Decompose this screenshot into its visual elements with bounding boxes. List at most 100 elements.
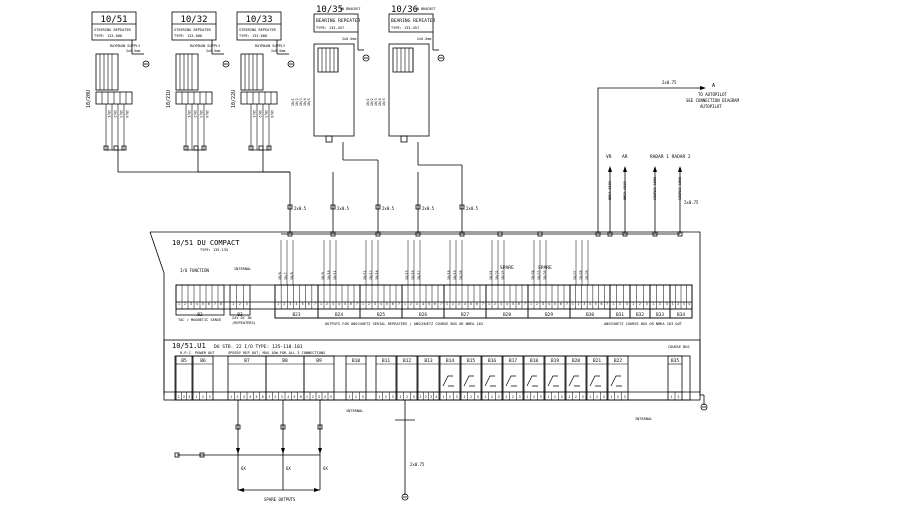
wire-label: 10/29 [585,270,589,280]
block-label: B19 [551,358,560,364]
autopilot-text: SEE CONNECTION DIAGRAM [686,98,740,103]
terminal-num: 3 [542,302,544,306]
arrow-icon [700,86,706,90]
terminal-num: 3 [583,302,585,306]
terminal-num: 1 [320,302,322,306]
terminal-num: 1 [671,395,673,399]
terminal-block [523,355,545,401]
cable-label: 2x0.5 [337,206,350,211]
cable-label: 2x0.5 [294,206,307,211]
block-label: B28 [503,312,511,318]
vdc-label: 24V DC IN [232,316,251,320]
terminal-num: 2 [449,395,451,399]
terminal-strip [175,53,199,91]
terminal-num: 3 [188,395,190,399]
block-label: B11 [382,358,391,364]
repeater-box [388,13,434,33]
repeater-box [171,11,217,41]
terminal-num: 5 [386,302,388,306]
nmea-label: NMEA 0183 [608,181,612,200]
wire-label: 10/1 [291,98,295,106]
wire-label: 10/21 [489,270,493,280]
terminal-num: 7 [524,302,526,306]
block-label: B10 [352,358,361,364]
block-label: B32 [636,312,644,318]
relay-contact-icon [484,375,496,387]
wire-label: 10/2 [113,110,117,118]
relay-contact-icon [505,375,517,387]
block-label: B23 [293,312,301,318]
nmea-label: NMEA 0183 [623,181,627,200]
terminal-block [607,355,629,401]
terminal-num: 5 [470,302,472,306]
terminal-num: 5 [330,395,332,399]
terminal-num: 3 [332,302,334,306]
block-label: B29 [545,312,553,318]
block-label: B8 [282,358,288,364]
connector [183,145,189,151]
autopilot-cable: 2x0.75 [662,80,677,85]
terminal-num: 4 [688,302,690,306]
terminal-num: 3 [458,302,460,306]
outputs-note: OUTPUTS FOR ANSCHUETZ SERIAL REPEATERS /… [325,322,483,326]
supply-label: RAYMAGN SUPPLY [190,44,221,48]
terminal-block [175,355,193,401]
terminal-num: 1 [463,395,465,399]
course-bus-note: ANSCHUETZ COURSE BUS OR NMEA 183 OUT [604,322,683,326]
terminal-num: 2 [536,302,538,306]
terminal-num: 3 [603,395,605,399]
terminal-num: 2 [491,395,493,399]
terminal-num: 1 [612,302,614,306]
wire-label: 10/23 [501,270,505,280]
terminal-num: 4 [338,302,340,306]
connector [375,204,381,210]
wire-label: 10/2 [295,98,299,106]
terminal-block [586,355,608,401]
terminal-num: 2 [239,302,241,306]
ground-icon [222,60,230,68]
block-label: B9 [316,358,322,364]
wire-label: 10/14 [375,270,379,280]
terminal-num: 2 [275,395,277,399]
connector [287,231,293,237]
terminal-num: 2 [596,395,598,399]
course-label: COURSE 1000 [678,177,682,200]
relay-contact-icon [589,375,601,387]
wire-label: 10/3 [264,110,268,118]
terminal-num: 1 [178,395,180,399]
wire-label: 10/5 [307,98,311,106]
terminal-num: 1 [378,395,380,399]
terminal-num: 2 [452,302,454,306]
arrow-icon [653,166,657,172]
terminal-num: 8 [220,302,222,306]
terminal-num: 2 [619,302,621,306]
terminal-num: 1 [178,302,180,306]
wire-label: 10/3 [299,98,303,106]
wire-label: 10/18 [447,270,451,280]
terminal-num: 4 [589,302,591,306]
header-label: SPEEDY REP OUT, MAX 10W FOR ALL 3 CONNEC… [228,351,325,355]
block-label: B2 [197,312,203,318]
arrow-icon [318,448,322,454]
terminal-num: 4 [196,302,198,306]
lower-unit-title: 10/51.U1 [172,342,206,350]
connector [235,424,241,430]
cable-label: 2x0.5mm [342,37,356,41]
wire-label: 10/22 [495,270,499,280]
connector [415,231,421,237]
nmea-radar: RADAR 1 RADAR 2 [650,154,691,160]
wire-label: 10/17 [417,270,421,280]
block-label: B3 [237,312,243,318]
nmea-ar: AR [622,154,628,160]
wire-label: 10/1 [366,98,370,106]
wire-label: 10/4 [378,98,382,106]
terminal-num: 2 [575,395,577,399]
connector [607,231,613,237]
relay-contact-icon [526,375,538,387]
terminal-block [396,355,418,401]
wire-label: 10/3 [374,98,378,106]
terminal-num: 1 [306,395,308,399]
lower-unit-subtitle: DU STD. 22 I/O TYPE: 135-118.101 [214,344,303,350]
repeater-id: 10/36 [391,5,418,15]
block-label: B24 [335,312,343,318]
